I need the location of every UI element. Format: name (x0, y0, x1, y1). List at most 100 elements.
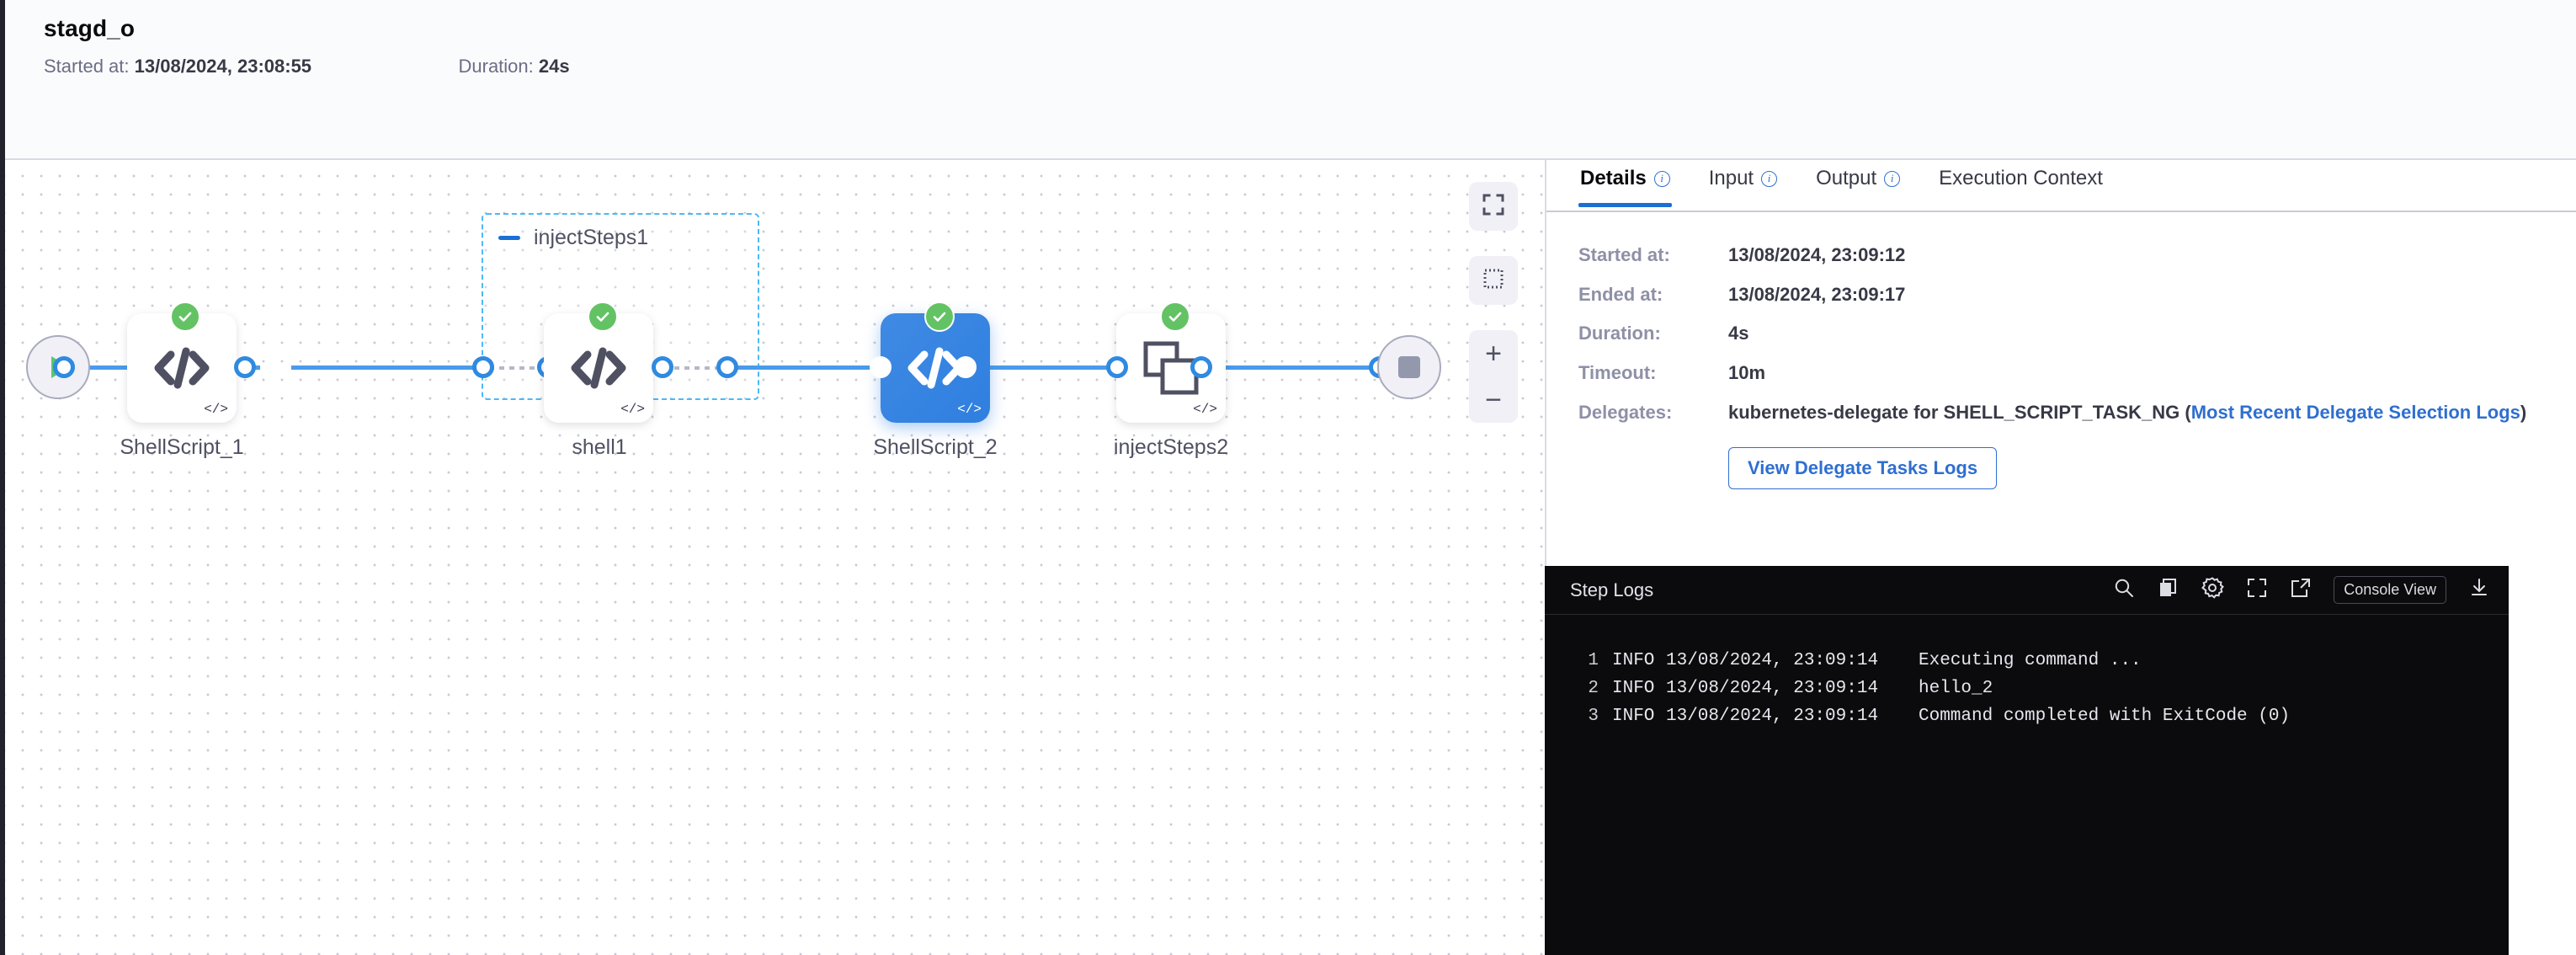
detail-label-started-at: Started at: (1578, 244, 1670, 265)
gear-icon[interactable] (2201, 576, 2225, 604)
node-label-shell1: shell1 (572, 435, 627, 459)
detail-row-delegates: Delegates: kubernetes-delegate for SHELL… (1578, 400, 2544, 425)
port-start-out[interactable] (53, 356, 75, 378)
tab-output-label: Output (1816, 167, 1877, 189)
duration-label: Duration: (458, 56, 534, 77)
step-group-label: injectSteps1 (534, 226, 649, 249)
log-message: Executing command ... (1919, 651, 2142, 670)
minus-icon[interactable] (498, 236, 520, 240)
info-icon[interactable]: i (1761, 170, 1778, 187)
log-message: hello_2 (1919, 679, 1993, 698)
selection-box-button[interactable] (1469, 256, 1518, 305)
step-logs-toolbar: Step Logs Console View (1545, 566, 2509, 615)
duration-value: 24s (538, 56, 570, 77)
status-badge-success-injectsteps2 (1160, 301, 1190, 332)
started-at-value: 13/08/2024, 23:08:55 (134, 56, 312, 77)
edge-shellscript2-to-injectsteps2 (965, 365, 1143, 370)
info-icon[interactable]: i (1653, 170, 1670, 187)
fit-screen-icon (1482, 193, 1505, 221)
log-lines[interactable]: 1 INFO 13/08/2024, 23:09:14 Executing co… (1545, 615, 2509, 730)
detail-row-timeout: Timeout: 10m (1578, 360, 2544, 386)
node-label-shellscript-2: ShellScript_2 (873, 435, 998, 459)
detail-label-timeout: Timeout: (1578, 362, 1657, 384)
view-delegate-tasks-logs-button[interactable]: View Delegate Tasks Logs (1728, 447, 1998, 490)
left-edge-rail (0, 0, 5, 955)
duration-meta: Duration: 24s (459, 56, 570, 77)
delegates-text: kubernetes-delegate for SHELL_SCRIPT_TAS… (1728, 401, 2191, 423)
edge-injectsteps2-to-end (1200, 365, 1387, 370)
detail-label-delegates: Delegates: (1578, 401, 1673, 423)
port-group-entry[interactable] (472, 356, 494, 378)
started-at-meta: Started at: 13/08/2024, 23:08:55 (44, 56, 311, 77)
node-label-injectsteps2: injectSteps2 (1113, 435, 1229, 459)
page-title: stagd_o (44, 15, 136, 41)
tab-input-label: Input (1708, 167, 1754, 189)
pipeline-end-node[interactable] (1377, 335, 1441, 399)
step-logs-title: Step Logs (1570, 579, 1654, 600)
detail-value-started-at: 13/08/2024, 23:09:12 (1728, 244, 1906, 265)
log-level: INFO (1612, 707, 1655, 726)
log-line-number: 1 (1588, 651, 1599, 670)
status-badge-success-shell1 (588, 301, 618, 332)
detail-row-duration: Duration: 4s (1578, 321, 2544, 346)
port-injectsteps2-out[interactable] (1190, 356, 1212, 378)
fullscreen-icon[interactable] (2246, 577, 2268, 603)
step-type-code-icon: </> (620, 402, 645, 417)
node-label-shellscript-1: ShellScript_1 (120, 435, 244, 459)
port-shellscript2-in[interactable] (870, 356, 891, 378)
port-group-exit[interactable] (716, 356, 738, 378)
edge-group-to-shellscript2 (729, 365, 907, 370)
log-timestamp: 13/08/2024, 23:09:14 (1666, 651, 1879, 670)
started-at-label: Started at: (44, 56, 130, 77)
delegates-suffix: ) (2520, 401, 2527, 423)
node-shell1[interactable]: </> (544, 313, 653, 423)
zoom-controls[interactable]: + − (1469, 330, 1518, 423)
log-line-number: 2 (1588, 679, 1599, 698)
log-level: INFO (1612, 679, 1655, 698)
execution-header: stagd_o Started at: 13/08/2024, 23:08:55… (5, 0, 2576, 160)
port-shellscript1-out[interactable] (234, 356, 256, 378)
console-view-button[interactable]: Console View (2334, 576, 2446, 604)
status-badge-success-shellscript2 (924, 301, 955, 332)
log-line-number: 3 (1588, 707, 1599, 726)
zoom-in-button[interactable]: + (1485, 337, 1502, 370)
tab-execution-context-label: Execution Context (1939, 167, 2103, 189)
detail-label-duration: Duration: (1578, 323, 1661, 344)
header-meta: Started at: 13/08/2024, 23:08:55 Duratio… (44, 56, 570, 77)
log-level: INFO (1612, 651, 1655, 670)
log-line: 2 INFO 13/08/2024, 23:09:14 hello_2 (1545, 675, 2509, 702)
step-group-injectsteps1-header[interactable]: injectSteps1 (498, 226, 648, 250)
log-tool-buttons: Console View (2113, 576, 2490, 604)
external-link-icon[interactable] (2290, 577, 2312, 603)
log-message: Command completed with ExitCode (0) (1919, 707, 2291, 726)
tab-details[interactable]: Details i (1578, 160, 1672, 207)
pipeline-graph-canvas[interactable]: injectSteps1 (5, 160, 1545, 955)
port-injectsteps2-in[interactable] (1106, 356, 1128, 378)
delegate-selection-logs-link[interactable]: Most Recent Delegate Selection Logs (2190, 401, 2520, 423)
info-icon[interactable]: i (1884, 170, 1901, 187)
log-timestamp: 13/08/2024, 23:09:14 (1666, 707, 1879, 726)
detail-label-ended-at: Ended at: (1578, 283, 1663, 305)
tab-details-label: Details (1580, 167, 1647, 189)
tab-execution-context[interactable]: Execution Context (1937, 160, 2105, 205)
log-timestamp: 13/08/2024, 23:09:14 (1666, 679, 1879, 698)
dashed-square-icon (1482, 267, 1505, 295)
step-type-code-icon: </> (204, 402, 228, 417)
tab-input[interactable]: Input i (1707, 160, 1779, 205)
zoom-out-button[interactable]: − (1485, 383, 1502, 416)
log-side-gutter (2509, 566, 2576, 955)
download-icon[interactable] (2468, 577, 2490, 603)
stop-icon (1398, 356, 1420, 378)
fit-to-screen-button[interactable] (1469, 182, 1518, 231)
port-shell1-out[interactable] (652, 356, 673, 378)
search-icon[interactable] (2113, 577, 2135, 603)
details-list: Started at: 13/08/2024, 23:09:12 Ended a… (1546, 212, 2576, 490)
tab-output[interactable]: Output i (1814, 160, 1902, 205)
edge-group-exit-dotted (674, 366, 733, 370)
copy-icon[interactable] (2157, 577, 2179, 603)
detail-value-delegates: kubernetes-delegate for SHELL_SCRIPT_TAS… (1728, 400, 2526, 425)
detail-value-ended-at: 13/08/2024, 23:09:17 (1728, 283, 1906, 305)
port-shellscript2-out[interactable] (955, 356, 977, 378)
step-type-code-icon: </> (1193, 402, 1217, 417)
detail-value-timeout: 10m (1728, 362, 1766, 384)
